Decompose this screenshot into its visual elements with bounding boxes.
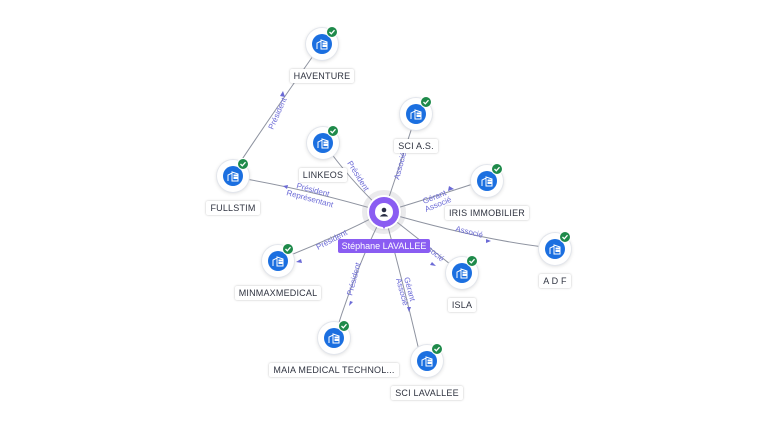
- company-icon-wrap: [400, 96, 432, 130]
- verified-check-icon: [559, 231, 571, 243]
- company-node-minmaxmedical[interactable]: MINMAXMEDICAL: [208, 243, 348, 315]
- verified-check-icon: [237, 158, 249, 170]
- person-pin[interactable]: [369, 197, 399, 229]
- company-name: SCI LAVALLEE: [391, 386, 463, 400]
- edge-arrow: [283, 185, 288, 189]
- company-icon-wrap: [307, 125, 339, 159]
- company-name: LINKEOS: [298, 168, 348, 182]
- company-name: ISLA: [447, 298, 477, 312]
- company-icon-wrap: [539, 231, 571, 265]
- building-icon: [316, 39, 328, 50]
- company-name: SCI A.S.: [394, 139, 438, 153]
- company-node-linkeos[interactable]: LINKEOS: [253, 125, 393, 197]
- company-name: A D F: [539, 274, 571, 288]
- building-icon: [410, 109, 422, 120]
- company-node-adf[interactable]: A D F: [485, 231, 625, 303]
- edge-arrow: [486, 239, 491, 243]
- company-node-isla[interactable]: ISLA: [392, 255, 532, 327]
- person-name: Stéphane LAVALLEE: [337, 239, 431, 253]
- edge-arrow: [296, 259, 302, 263]
- company-icon-wrap: [446, 255, 478, 289]
- building-icon: [317, 138, 329, 149]
- company-node-maia-medical[interactable]: MAIA MEDICAL TECHNOL...: [264, 320, 404, 392]
- verified-check-icon: [282, 243, 294, 255]
- building-icon: [549, 244, 561, 255]
- building-icon: [272, 256, 284, 267]
- building-icon: [456, 268, 468, 279]
- company-icon-wrap: [262, 243, 294, 277]
- company-icon-wrap: [318, 320, 350, 354]
- edge-person-fullstim: [239, 177, 385, 213]
- company-node-sci-lavallee[interactable]: SCI LAVALLEE: [357, 343, 497, 415]
- company-node-haventure[interactable]: HAVENTURE: [252, 26, 392, 98]
- verified-check-icon: [466, 255, 478, 267]
- edge-arrow: [280, 91, 285, 97]
- company-name: FULLSTIM: [206, 201, 260, 215]
- edge-arrow: [448, 186, 454, 191]
- verified-check-icon: [327, 125, 339, 137]
- verified-check-icon: [420, 96, 432, 108]
- company-node-iris-immobilier[interactable]: IRIS IMMOBILIER: [417, 163, 557, 235]
- building-icon: [227, 171, 239, 182]
- company-name: MAIA MEDICAL TECHNOL...: [269, 363, 399, 377]
- verified-check-icon: [431, 343, 443, 355]
- company-node-fullstim[interactable]: FULLSTIM: [163, 158, 303, 230]
- building-icon: [481, 176, 493, 187]
- edge-person-sci-lavallee: [383, 211, 421, 356]
- edge-arrow: [349, 301, 353, 306]
- company-icon-wrap: [217, 158, 249, 192]
- edge-label-haventure: Président: [267, 96, 289, 131]
- verified-check-icon: [338, 320, 350, 332]
- edge-arrow: [407, 307, 411, 312]
- verified-check-icon: [491, 163, 503, 175]
- building-icon: [328, 333, 340, 344]
- company-icon-wrap: [306, 26, 338, 60]
- company-name: MINMAXMEDICAL: [234, 286, 322, 300]
- edge-arrow: [430, 262, 436, 266]
- verified-check-icon: [326, 26, 338, 38]
- building-icon: [421, 356, 433, 367]
- company-icon-wrap: [471, 163, 503, 197]
- company-name: HAVENTURE: [289, 69, 355, 83]
- company-node-sci-as[interactable]: SCI A.S.: [346, 96, 486, 168]
- edge-person-adf: [383, 211, 553, 249]
- company-icon-wrap: [411, 343, 443, 377]
- user-icon: [379, 207, 389, 217]
- company-name: IRIS IMMOBILIER: [444, 206, 529, 220]
